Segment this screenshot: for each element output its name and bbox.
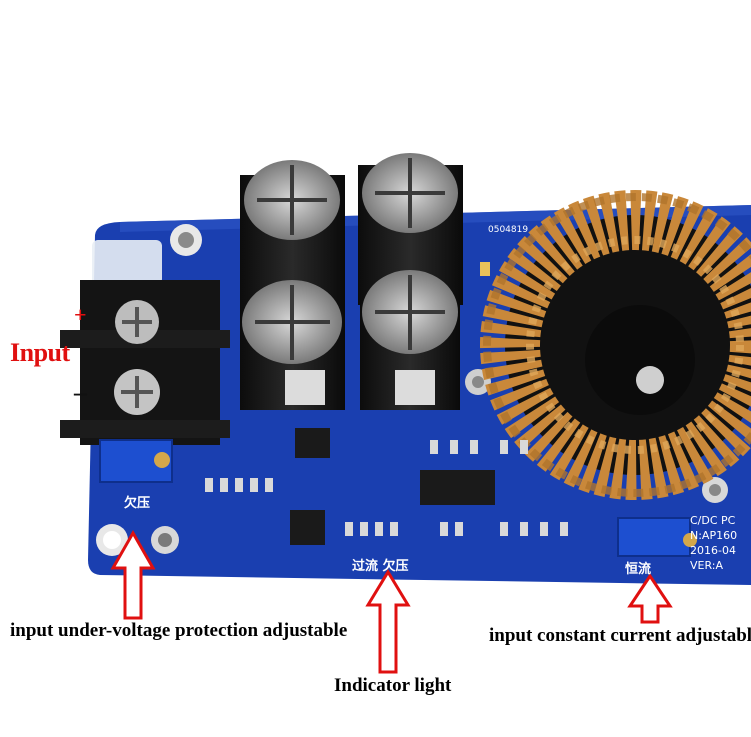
mounting-hole — [702, 477, 728, 503]
arrow-indicator — [365, 569, 411, 674]
terminal-block — [60, 240, 230, 445]
arrow-cc — [627, 573, 673, 624]
smd-components — [205, 262, 568, 536]
capacitor — [360, 270, 460, 410]
capacitor — [358, 153, 463, 305]
silkscreen-model: C/DC PC N:AP160 2016-04 VER:A — [690, 513, 737, 573]
ic-chip — [295, 428, 330, 458]
silkscreen-code: 0504819 — [488, 225, 529, 235]
toroid-inductor — [480, 190, 751, 500]
ic-chip — [290, 510, 325, 545]
silkscreen-model-line: 2016-04 — [690, 544, 736, 557]
potentiometer-cc — [617, 517, 697, 557]
mounting-hole — [151, 526, 179, 554]
under-voltage-label: input under-voltage protection adjustabl… — [10, 620, 348, 641]
mounting-hole — [170, 224, 202, 256]
arrow-uvp — [110, 529, 156, 620]
indicator-light-label: Indicator light — [334, 675, 452, 696]
silkscreen-over-current-under-voltage: 过流 欠压 — [352, 559, 409, 574]
mounting-hole — [96, 524, 128, 556]
silkscreen-constant-current: 恒流 — [625, 562, 652, 577]
silkscreen-model-line: C/DC PC — [690, 514, 736, 527]
input-label: Input — [10, 338, 70, 367]
capacitor — [240, 280, 345, 410]
negative-terminal-label: – — [74, 378, 87, 407]
potentiometer-uvp — [99, 439, 173, 483]
silkscreen-under-voltage: 欠压 — [124, 496, 151, 511]
constant-current-label: input constant current adjustable — [489, 625, 751, 646]
silkscreen-model-line: N:AP160 — [690, 529, 738, 542]
ic-chip — [420, 470, 495, 505]
silkscreen-model-line: VER:A — [690, 559, 724, 572]
positive-terminal-label: + — [74, 302, 87, 327]
